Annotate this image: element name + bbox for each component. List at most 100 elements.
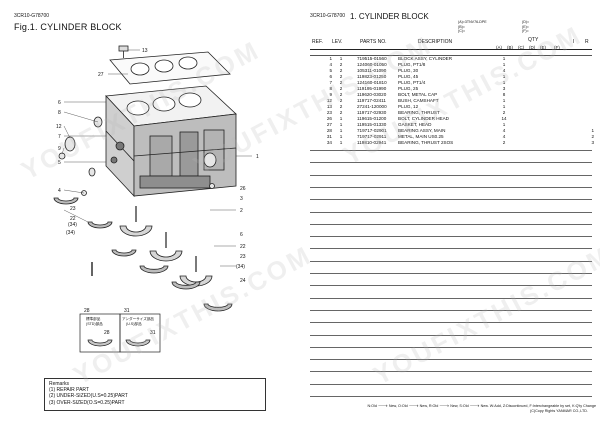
- cell-level: 2: [339, 73, 343, 79]
- cell-description: METAL, MAIN US0.25: [398, 133, 444, 139]
- blank-row-line: [310, 273, 592, 274]
- exploded-diagram: 6 8 12 7 9 5 4 23 22 (34) 28 31 (34) 13 …: [53, 45, 259, 353]
- table-top-rule: [310, 49, 592, 50]
- cell-description: BOLT, METAL CAP: [398, 91, 438, 97]
- cell-qty-a: 1: [502, 97, 506, 103]
- header-parts-no: PARTS NO.: [360, 39, 387, 45]
- header-r: R: [585, 39, 589, 45]
- cell-parts-no: 119620-03020: [357, 91, 387, 97]
- cell-qty-a: 4: [502, 127, 506, 133]
- cell-ref: 9: [329, 91, 332, 97]
- callout-34c: (34): [236, 264, 245, 270]
- cell-qty-a: 2: [502, 109, 506, 115]
- cell-parts-no: 119515-01330: [357, 121, 387, 127]
- cell-qty-a: 1: [502, 61, 506, 67]
- head-gasket: [109, 51, 231, 85]
- cell-level: 2: [339, 61, 343, 67]
- qty-col-d: (D): [529, 45, 536, 50]
- cell-ref: 8: [329, 85, 332, 91]
- cell-qty-a: 14: [501, 115, 507, 121]
- head-bolt: [118, 45, 129, 58]
- blank-row-line: [310, 334, 592, 336]
- cell-description: BUSH, CAMSHAFT: [398, 97, 439, 103]
- cell-ref: 7: [329, 79, 332, 85]
- blank-row-line: [310, 309, 592, 311]
- qty-col-e: (E): [540, 45, 546, 50]
- bearing-shells: [53, 197, 233, 312]
- cell-ref: 6: [329, 73, 332, 79]
- blank-row-line: [310, 383, 592, 385]
- callout-22b: 22: [240, 244, 246, 250]
- cell-ref: 31: [326, 133, 332, 139]
- cell-level: 2: [339, 79, 343, 85]
- legend-d: (D)=: [522, 20, 530, 24]
- left-page-code: 3CR10-G78700: [14, 13, 50, 19]
- callout-28: 28: [84, 308, 90, 314]
- inset-std-number: 28: [104, 330, 110, 336]
- leader-lines: [61, 49, 252, 267]
- cell-description: PLUG, 25: [398, 85, 419, 91]
- remarks-line-2: (2) UNDER-SIZED(U.S=0.25)PART: [49, 393, 128, 400]
- bearing-caps: [119, 206, 213, 287]
- cell-level: 2: [339, 85, 343, 91]
- cell-remark-ref: 3: [591, 139, 594, 145]
- cell-remark-ref: 1: [591, 127, 594, 133]
- cell-qty-a: 4: [502, 67, 506, 73]
- left-page: 3CR10-G78700 Fig.1. CYLINDER BLOCK: [14, 13, 266, 411]
- header-i: I: [573, 39, 575, 45]
- blank-row-line: [310, 199, 592, 201]
- callout-23b: 23: [240, 254, 246, 260]
- right-page: 3CR10-G78700 1. CYLINDER BLOCK (A)=3TNV7…: [300, 0, 600, 424]
- callout-34b: (34): [66, 230, 75, 236]
- cell-parts-no: 119717-02411: [357, 97, 386, 103]
- blank-row-line: [310, 297, 592, 299]
- callout-23: 23: [70, 206, 76, 212]
- callout-27: 27: [98, 72, 104, 78]
- cell-description: BEARING, THRUST 2SOS: [398, 139, 454, 145]
- blank-row-line: [310, 371, 592, 373]
- copyright: (C)Copy Rights YANMAR CO.,LTD.: [530, 409, 588, 413]
- callout-12: 12: [56, 124, 62, 130]
- blank-row-line: [310, 150, 592, 151]
- callout-6b: 6: [240, 232, 243, 238]
- cell-ref: 13: [326, 103, 332, 109]
- inset-std-label-2: (STD)部品: [86, 321, 103, 326]
- cell-parts-no: 119615-01200: [357, 115, 387, 121]
- cell-level: 2: [339, 97, 343, 103]
- remarks-line-3: (3) OVER-SIZED(O.S=0.25)PART: [49, 399, 125, 406]
- cell-level: 2: [339, 109, 343, 115]
- blank-row-line: [310, 248, 592, 250]
- callout-22: 22: [70, 216, 76, 222]
- blank-row-line: [310, 260, 592, 262]
- cell-ref: 34: [326, 139, 332, 145]
- header-qty: QTY: [528, 37, 539, 43]
- cell-level: 1: [339, 127, 343, 133]
- cell-ref: 5: [329, 67, 332, 73]
- callout-5: 5: [58, 160, 61, 166]
- cell-description: PLUG, PT1/8: [398, 61, 426, 67]
- header-ref: REF.: [312, 39, 323, 45]
- legend-a: (A)=3TNV76-DPE: [458, 20, 487, 24]
- cell-parts-no: 27241-120000: [357, 103, 387, 109]
- cell-ref: 26: [326, 115, 332, 121]
- inset-us-number: 31: [150, 330, 156, 336]
- callout-31: 31: [124, 308, 130, 314]
- cell-qty-a: 2: [502, 139, 506, 145]
- remarks-line-1: (1) REPAIR PART: [49, 387, 90, 394]
- cell-qty-a: 1: [502, 73, 506, 79]
- qty-col-a: (A): [496, 45, 502, 50]
- cell-description: PLUG, 45: [398, 73, 419, 79]
- model-legend-2: (D)= (E)= (F)=: [522, 20, 529, 34]
- blank-row-line: [310, 223, 592, 225]
- cell-parts-no: 105311-01090: [357, 67, 387, 73]
- header-description: DESCRIPTION: [418, 39, 453, 45]
- blank-row-line: [310, 285, 592, 287]
- qty-col-b: (B): [507, 45, 513, 50]
